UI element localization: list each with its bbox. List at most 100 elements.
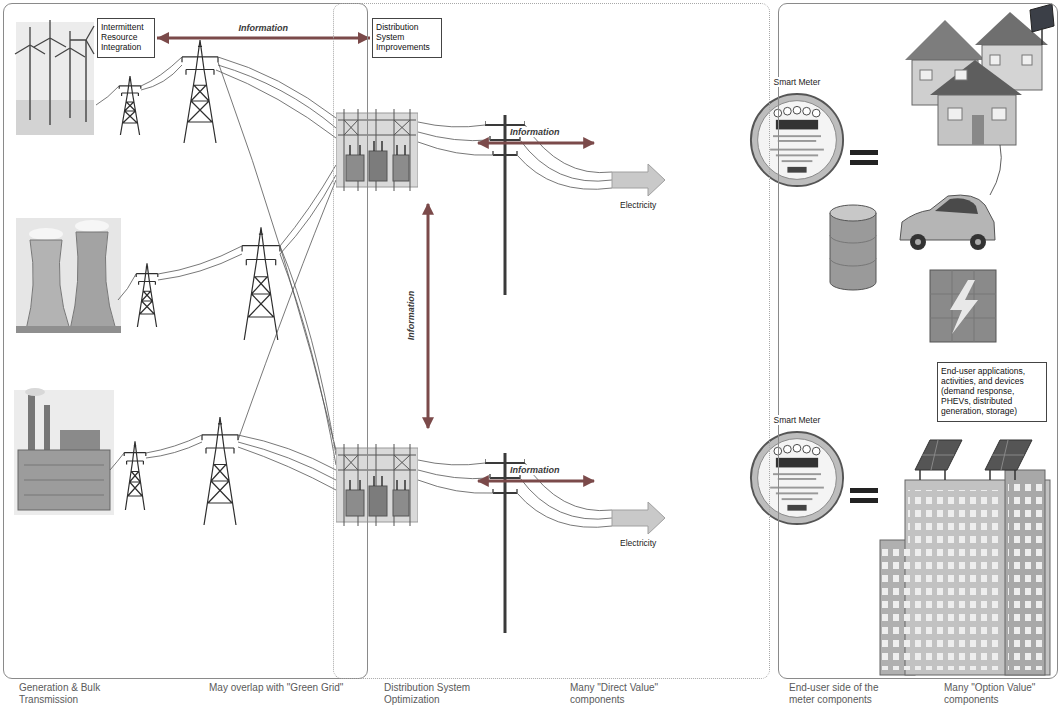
houses-part — [972, 115, 984, 145]
houses-part — [930, 60, 1022, 95]
office-building-part — [922, 440, 1024, 470]
transmission-wires-part — [280, 175, 336, 254]
factory-part — [25, 388, 45, 396]
power-plant — [16, 218, 121, 333]
distribution-wires — [418, 122, 612, 527]
power-plant-part — [75, 220, 109, 232]
information-label: Information — [509, 127, 561, 138]
box-text: End-user applications, activities, and d… — [941, 366, 1043, 416]
houses-part — [990, 145, 1001, 195]
wind-farm-part — [16, 22, 94, 135]
end-user-devices-part — [935, 198, 978, 214]
transmission-wires-part — [218, 65, 336, 128]
houses-part — [1030, 4, 1054, 32]
factory-part — [60, 430, 100, 452]
end-user-devices-part — [910, 234, 926, 250]
power-plant-part — [70, 232, 116, 330]
end-user-devices-part — [970, 234, 986, 250]
end-user-devices-part — [950, 280, 978, 334]
substations — [336, 109, 418, 526]
office-building-part — [908, 490, 1003, 670]
distribution-wires-part — [520, 140, 612, 181]
transmission-wires-part — [216, 70, 336, 138]
section-panel: Distribution System ImprovementsDistribu… — [333, 3, 770, 679]
distribution-wires-part — [517, 155, 612, 189]
note-box: Distribution System Improvements — [372, 18, 442, 58]
label-slot: Information — [238, 23, 290, 34]
transmission-towers-part — [202, 417, 238, 525]
equals-signs-part — [850, 498, 878, 503]
factory-part — [28, 395, 35, 453]
label-slot: Information — [509, 127, 561, 138]
section-caption: End-user side of the meter components — [789, 682, 904, 705]
houses-part — [1041, 28, 1043, 45]
office-building — [880, 440, 1050, 675]
smart-meters-part — [751, 432, 843, 524]
transmission-wires-part — [118, 274, 136, 300]
electricity-arrows — [612, 164, 665, 534]
smart-meters-part — [751, 94, 843, 186]
office-building-part — [920, 470, 1015, 480]
information-connector — [157, 37, 370, 40]
factory-part — [18, 450, 110, 510]
electricity-arrows-part — [612, 502, 665, 534]
information-arrows-part — [478, 142, 594, 145]
transmission-towers-part — [119, 76, 141, 135]
label-slot: Information — [509, 465, 561, 476]
end-user-devices-part — [915, 239, 921, 245]
substations-part — [336, 444, 418, 526]
houses-part — [948, 108, 962, 120]
wind-farm-part — [16, 100, 94, 135]
transmission-wires-part — [158, 254, 242, 280]
transmission-towers-part — [136, 263, 158, 327]
distribution-wires-part — [418, 470, 490, 479]
transmission-wires-part — [280, 254, 336, 465]
transmission-wires-part — [280, 165, 336, 246]
electricity-label: Electricity — [619, 538, 657, 548]
box-text: Intermittent Resource Integration — [101, 22, 151, 52]
transmission-wires-part — [218, 62, 336, 450]
information-arrows-part — [478, 480, 594, 483]
transmission-wires-part — [110, 453, 124, 470]
office-building-part — [905, 480, 1050, 675]
transmission-wires-part — [238, 447, 336, 490]
end-user-devices-part — [830, 205, 876, 221]
office-building-part — [1008, 480, 1043, 670]
factory-part — [24, 465, 104, 495]
connector-group — [157, 38, 370, 39]
section-caption: Many "Direct Value" components — [570, 682, 675, 705]
transmission-wires-part — [146, 435, 202, 453]
section-caption: Distribution System Optimization — [384, 682, 489, 705]
information-label: Information — [406, 289, 417, 341]
meter-label: Smart Meter — [773, 415, 822, 425]
houses-part — [938, 95, 1016, 145]
label-slot: Electricity — [619, 200, 657, 210]
equals-signs — [850, 150, 878, 503]
transmission-towers-part — [242, 227, 280, 340]
office-building-part — [1005, 470, 1045, 675]
power-plant-part — [29, 228, 63, 240]
label-slot: Smart Meter — [773, 415, 822, 425]
section-caption: Many "Option Value" components — [944, 682, 1049, 705]
transmission-wires-part — [96, 86, 119, 105]
houses-part — [905, 20, 985, 60]
caption-slot: Distribution System Optimization — [384, 682, 489, 705]
electricity-label: Electricity — [619, 200, 657, 210]
section-caption: May overlap with "Green Grid" — [209, 682, 364, 694]
distribution-wires-part — [418, 132, 490, 141]
factory — [14, 388, 114, 515]
factory-part — [44, 405, 50, 453]
connector-label: Information — [238, 23, 290, 34]
smart-meters — [751, 94, 843, 524]
distribution-poles — [485, 115, 525, 633]
caption-slot: May overlap with "Green Grid" — [209, 682, 364, 694]
transmission-wires — [96, 57, 336, 490]
distribution-wires-part — [517, 493, 612, 527]
end-user-devices-part — [975, 239, 981, 245]
end-user-devices — [830, 195, 996, 342]
box-text: Distribution System Improvements — [376, 22, 438, 52]
distribution-wires-part — [418, 122, 485, 127]
